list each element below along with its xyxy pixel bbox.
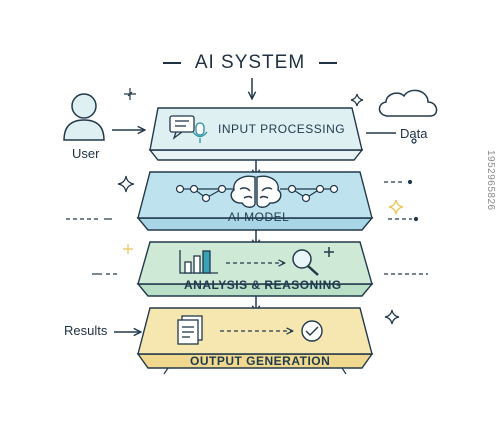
page-title: AI SYSTEM: [0, 52, 500, 74]
sparkle-yellow-icons: [123, 199, 404, 254]
watermark-id: 1952965826: [485, 150, 496, 211]
layer-ai-model: [136, 171, 374, 231]
magnifier-icon: [292, 247, 334, 276]
title-bar-left: [162, 61, 181, 64]
layer-input-processing: [148, 107, 364, 161]
microphone-icon: [192, 122, 208, 143]
layer-label-ai-model: AI MODEL: [228, 210, 290, 224]
title-bar-right: [319, 61, 338, 64]
user-icon: [63, 93, 105, 141]
check-circle-icon: [301, 320, 323, 342]
decorative-dashes: [66, 179, 428, 275]
layer-analysis-reasoning: [136, 241, 374, 297]
chat-icon: [169, 115, 195, 140]
layer-output-generation: [136, 307, 374, 375]
layer-label-input-processing: INPUT PROCESSING: [218, 122, 346, 136]
data-label: Data: [400, 126, 428, 141]
network-left-icon: [175, 184, 236, 203]
sparkle-icons: [117, 88, 417, 325]
network-right-icon: [280, 184, 339, 203]
bar-chart-icon: [179, 250, 218, 274]
results-label: Results: [64, 323, 108, 338]
cloud-icon: [378, 89, 438, 117]
user-label: User: [72, 146, 100, 161]
title-text: AI SYSTEM: [194, 52, 306, 73]
layer-label-output-generation: OUTPUT GENERATION: [190, 354, 331, 368]
layer-label-analysis-reasoning: ANALYSIS & REASONING: [184, 278, 342, 292]
brain-icon: [230, 175, 282, 208]
document-icon: [177, 315, 203, 345]
